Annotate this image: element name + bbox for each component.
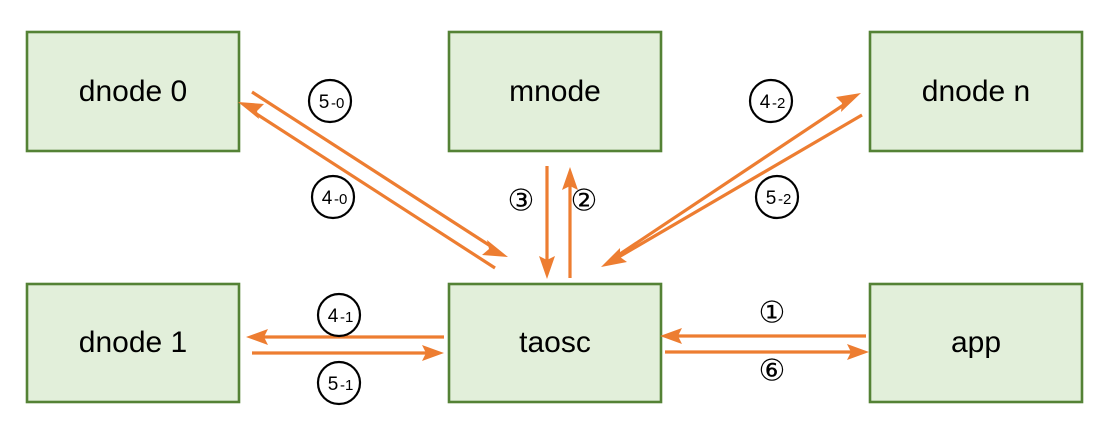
edge-2-taosc-to-mnode (562, 167, 578, 278)
node-dnode0[interactable]: dnode 0 (25, 30, 241, 153)
edge-3-mnode-to-taosc (539, 166, 555, 279)
edge-label-sub-5-2: -2 (778, 191, 791, 208)
edge-label-sub-5-0: -0 (331, 95, 344, 112)
node-taosc[interactable]: taosc (447, 282, 663, 404)
edge-line-5-2 (616, 113, 863, 260)
edge-1-app-to-taosc (660, 328, 866, 344)
edge-label-sub-4-0: -0 (334, 191, 347, 208)
edge-label-main-5-1: 5 (328, 374, 339, 395)
node-dnode1[interactable]: dnode 1 (25, 282, 241, 404)
edge-label-circle-5-1 (316, 360, 362, 406)
edge-label-main-5-0: 5 (319, 92, 330, 113)
node-label-dnode0: dnode 0 (79, 75, 187, 108)
arrowhead-4-2 (836, 93, 861, 112)
node-dnoden[interactable]: dnode n (868, 30, 1084, 153)
edge-label-4-1: 4 -1 (316, 292, 362, 338)
edge-label-main-5-2: 5 (766, 188, 777, 209)
edge-label-3: ③ (508, 184, 535, 219)
edge-label-main-4-2: 4 (760, 92, 771, 113)
edge-label-5-0: 5 -0 (307, 78, 353, 124)
node-box-dnode0 (25, 30, 241, 153)
node-box-dnoden (868, 30, 1084, 153)
edge-line-4-0 (251, 90, 493, 249)
edge-4-1-taosc-to-dnode1 (246, 329, 444, 345)
edge-label-main-4-1: 4 (328, 306, 339, 327)
edge-label-circle-5-2 (754, 174, 800, 220)
node-box-app (868, 282, 1084, 404)
edge-label-5-1: 5 -1 (316, 360, 362, 406)
node-box-dnode1 (25, 282, 241, 404)
arrowhead-2 (562, 167, 578, 190)
edge-label-4-0: 4 -0 (310, 174, 356, 220)
node-box-mnode (447, 30, 663, 153)
edge-label-circle-4-0 (310, 174, 356, 220)
edge-5-2-dnoden-to-taosc (601, 113, 863, 267)
edge-label-sub-4-1: -1 (340, 309, 353, 326)
edge-label-6: ⑥ (759, 354, 786, 389)
node-app[interactable]: app (868, 282, 1084, 404)
arrowhead-5-0 (238, 102, 264, 119)
edge-4-0-dnode0-to-taosc (251, 90, 508, 257)
node-label-mnode: mnode (509, 75, 601, 108)
edge-label-circle-5-0 (307, 78, 353, 124)
edge-label-4-2: 4 -2 (748, 78, 794, 124)
edge-label-circle-4-2 (748, 78, 794, 124)
edge-4-2-taosc-to-dnoden (610, 93, 861, 262)
edge-label-circle-4-1 (316, 292, 362, 338)
node-box-taosc (447, 282, 663, 404)
edge-5-1-dnode1-to-taosc (252, 345, 444, 361)
edge-label-sub-4-2: -2 (772, 95, 785, 112)
arrowhead-3 (539, 256, 555, 279)
arrowhead-6 (847, 344, 869, 360)
edge-line-4-2 (610, 102, 846, 262)
node-mnode[interactable]: mnode (447, 30, 663, 153)
edge-5-0-taosc-to-dnode0 (238, 102, 496, 270)
node-label-taosc: taosc (519, 326, 591, 359)
node-label-app: app (951, 326, 1001, 359)
arrowhead-4-0 (482, 240, 508, 257)
edge-line-5-0 (254, 111, 496, 270)
arrowhead-5-1 (422, 345, 444, 361)
edge-label-5-2: 5 -2 (754, 174, 800, 220)
edge-label-1: ① (759, 296, 786, 331)
arrowhead-4-1 (246, 329, 268, 345)
node-label-dnode1: dnode 1 (79, 326, 187, 359)
arrowhead-1 (660, 328, 682, 344)
edge-label-sub-5-1: -1 (340, 377, 353, 394)
edge-6-taosc-to-app (665, 344, 869, 360)
arrowhead-5-2 (601, 248, 627, 267)
node-label-dnoden: dnode n (922, 75, 1030, 108)
edge-label-2: ② (571, 184, 598, 219)
edge-label-main-4-0: 4 (322, 188, 333, 209)
